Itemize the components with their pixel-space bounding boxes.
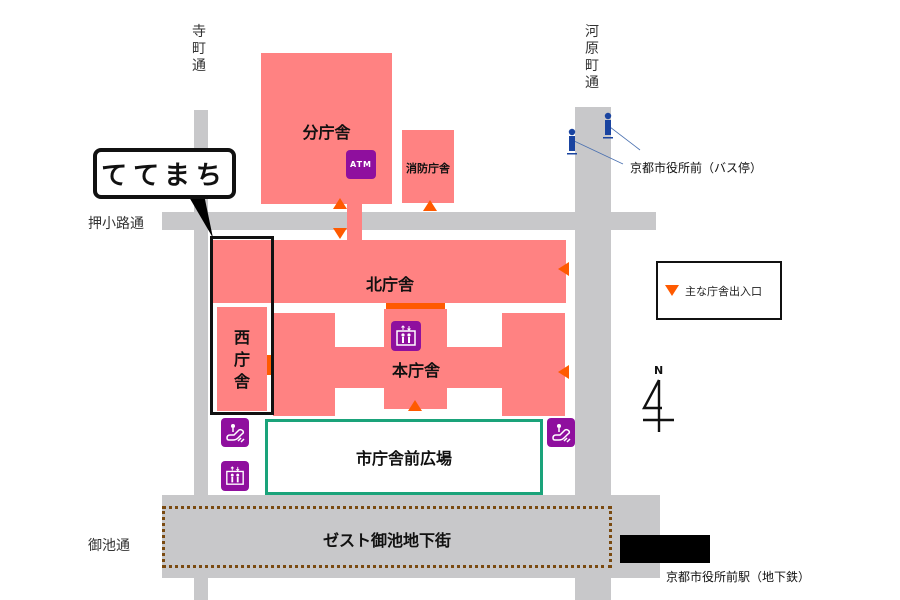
street-label-oshikoji: 押小路通 xyxy=(88,216,144,232)
bus-stop-label: 京都市役所前（バス停） xyxy=(630,161,763,175)
bus-stop-icon xyxy=(567,128,577,155)
compass-label: N xyxy=(654,364,664,377)
bus-stop-leader-lines xyxy=(571,126,641,165)
connector-bridge xyxy=(347,204,362,240)
elevator-glyph xyxy=(226,466,244,485)
bus-stop-icon xyxy=(603,112,613,139)
shobo-label: 消防庁舎 xyxy=(406,162,450,175)
escalator-icon xyxy=(547,418,575,447)
atm-icon: ATM xyxy=(346,150,376,179)
kita-label: 北庁舎 xyxy=(365,275,414,294)
elevator-icon xyxy=(391,321,421,351)
street-label-oike: 御池通 xyxy=(88,538,130,554)
hon-building-west-wing[interactable] xyxy=(273,313,335,416)
hon-building-middle[interactable] xyxy=(335,347,502,388)
plaza-area[interactable] xyxy=(265,419,543,495)
teramachi-road xyxy=(194,110,208,600)
street-label-teramachi: 寺町通 xyxy=(192,24,206,74)
entrance-marker xyxy=(558,365,569,379)
entrance-marker xyxy=(333,228,347,239)
escalator-glyph xyxy=(226,423,245,443)
entrance-marker xyxy=(333,198,347,209)
subway-station-label: 京都市役所前駅（地下鉄） xyxy=(666,570,811,584)
street-label-kawaramachi: 河原町通 xyxy=(585,24,599,91)
oshikoji-road xyxy=(162,212,656,230)
underground-mall-label: ゼスト御池地下街 xyxy=(322,531,451,550)
plaza-label: 市庁舎前広場 xyxy=(355,449,452,468)
elevator-glyph xyxy=(396,325,416,346)
zest-oike-underground-mall[interactable] xyxy=(162,506,612,568)
tetemachi-location-outline[interactable] xyxy=(210,236,274,415)
nishi-building[interactable] xyxy=(217,307,267,411)
legend-label: 主な庁舎出入口 xyxy=(685,284,762,298)
escalator-icon xyxy=(221,418,249,447)
hon-label: 本庁舎 xyxy=(391,361,440,380)
entrance-marker xyxy=(408,400,422,411)
elevator-icon xyxy=(221,461,249,491)
entrance-legend-marker xyxy=(665,285,679,296)
legend-box: 主な庁舎出入口 xyxy=(656,261,782,320)
entrance-bar xyxy=(386,303,445,309)
entrance-bar xyxy=(267,355,272,375)
nishi-label-text: 西庁舎 xyxy=(233,328,250,391)
atm-label: ATM xyxy=(350,160,372,169)
bunchosha-label: 分庁舎 xyxy=(302,123,351,142)
escalator-glyph xyxy=(552,423,571,443)
north-arrow-icon xyxy=(641,379,674,432)
nishi-label: 西庁舎 xyxy=(224,327,260,393)
tetemachi-callout-label: ててまち xyxy=(101,161,228,191)
shobo-building[interactable] xyxy=(402,130,454,203)
entrance-marker xyxy=(423,200,437,211)
tetemachi-callout: ててまち xyxy=(93,148,236,199)
subway-station-block[interactable] xyxy=(620,535,710,563)
hon-building-east-wing[interactable] xyxy=(502,313,565,416)
entrance-marker xyxy=(558,262,569,276)
